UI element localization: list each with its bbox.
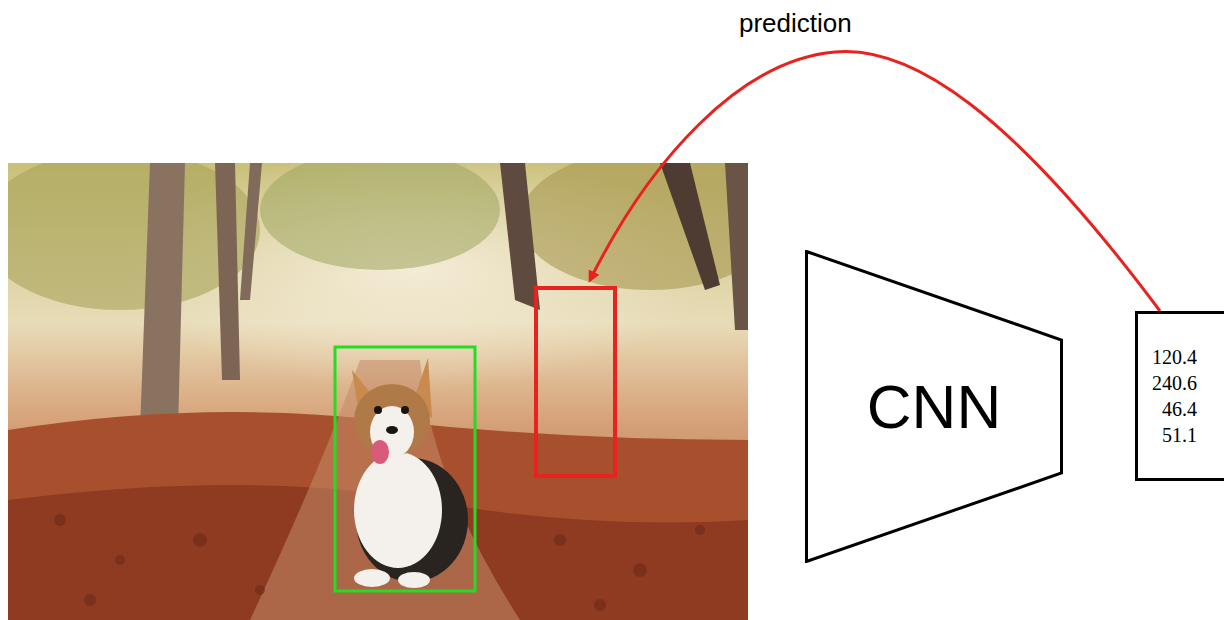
output-values: 120.4 240.6 46.4 51.1 — [1152, 344, 1197, 448]
ground-truth-box — [335, 347, 475, 591]
network-label: CNN — [867, 371, 1001, 442]
arrow-label: prediction — [739, 8, 852, 39]
predicted-box — [536, 288, 615, 476]
dog — [352, 358, 468, 588]
photo — [8, 163, 748, 620]
cnn-trapezoid: CNN — [805, 250, 1063, 563]
prediction-arrow — [590, 51, 1160, 311]
output-vector-box: 120.4 240.6 46.4 51.1 — [1135, 311, 1224, 481]
